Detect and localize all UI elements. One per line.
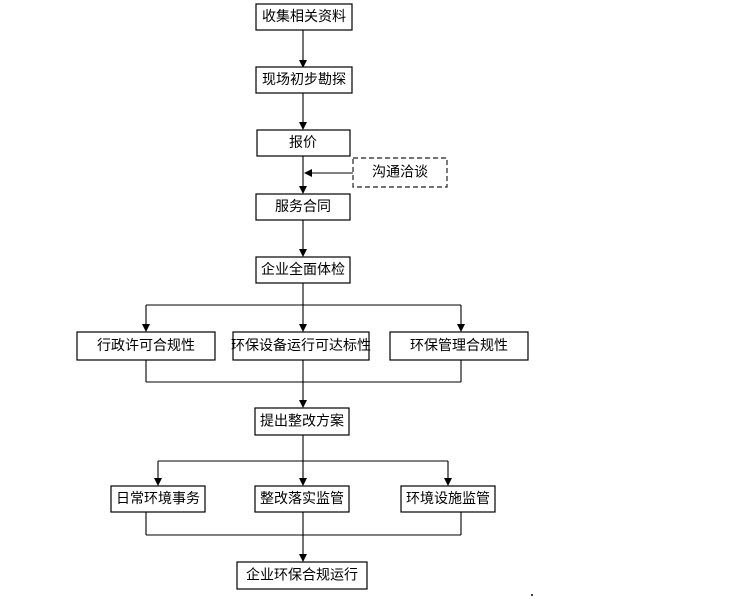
node-facility-supervision-label: 环境设施监管 bbox=[406, 491, 490, 507]
node-rectify-supervision: 整改落实监管 bbox=[254, 485, 350, 513]
node-management-compliance-label: 环保管理合规性 bbox=[410, 338, 508, 354]
connectors bbox=[142, 30, 465, 562]
node-site-survey: 现场初步勘探 bbox=[255, 66, 353, 94]
node-compliant-operation-label: 企业环保合规运行 bbox=[246, 567, 358, 584]
node-management-compliance: 环保管理合规性 bbox=[389, 331, 529, 361]
node-service-contract-label: 服务合同 bbox=[275, 199, 331, 215]
arrowhead-contract bbox=[299, 186, 307, 194]
node-equipment-compliance: 环保设备运行可达标性 bbox=[231, 331, 371, 361]
node-quote: 报价 bbox=[256, 129, 351, 157]
node-admin-permit-label: 行政许可合规性 bbox=[97, 338, 195, 354]
arrowhead-equipment bbox=[299, 324, 307, 332]
arrowhead-admin bbox=[142, 324, 150, 332]
node-collect-materials: 收集相关资料 bbox=[255, 3, 353, 31]
arrowhead-compliance bbox=[299, 554, 307, 562]
arrowhead-management bbox=[457, 324, 465, 332]
node-rectify-supervision-label: 整改落实监管 bbox=[260, 491, 344, 507]
node-rectification-plan-label: 提出整改方案 bbox=[260, 413, 344, 430]
node-equipment-compliance-label: 环保设备运行可达标性 bbox=[231, 337, 371, 354]
node-quote-label: 报价 bbox=[289, 135, 317, 151]
node-daily-affairs: 日常环境事务 bbox=[110, 485, 206, 513]
node-full-checkup-label: 企业全面体检 bbox=[261, 261, 345, 278]
arrowhead-plan bbox=[299, 400, 307, 408]
node-negotiate: 沟通洽谈 bbox=[352, 157, 448, 188]
arrowhead-survey bbox=[299, 60, 307, 68]
arrowhead-negotiate bbox=[304, 169, 312, 177]
node-rectification-plan: 提出整改方案 bbox=[254, 407, 350, 436]
node-admin-permit: 行政许可合规性 bbox=[76, 331, 216, 361]
node-facility-supervision: 环境设施监管 bbox=[400, 485, 496, 513]
node-service-contract: 服务合同 bbox=[255, 193, 351, 221]
node-negotiate-label: 沟通洽谈 bbox=[372, 165, 428, 181]
arrowhead-quote bbox=[299, 122, 307, 130]
node-compliant-operation: 企业环保合规运行 bbox=[236, 561, 368, 590]
node-site-survey-label: 现场初步勘探 bbox=[262, 71, 346, 88]
arrowhead-facility bbox=[444, 478, 452, 486]
node-collect-materials-label: 收集相关资料 bbox=[262, 8, 346, 25]
stray-dot bbox=[531, 594, 533, 596]
arrowhead-rectify bbox=[299, 478, 307, 486]
arrowhead-checkup bbox=[299, 249, 307, 257]
arrowhead-daily bbox=[154, 478, 162, 486]
node-daily-affairs-label: 日常环境事务 bbox=[116, 491, 200, 507]
node-full-checkup: 企业全面体检 bbox=[255, 256, 351, 284]
